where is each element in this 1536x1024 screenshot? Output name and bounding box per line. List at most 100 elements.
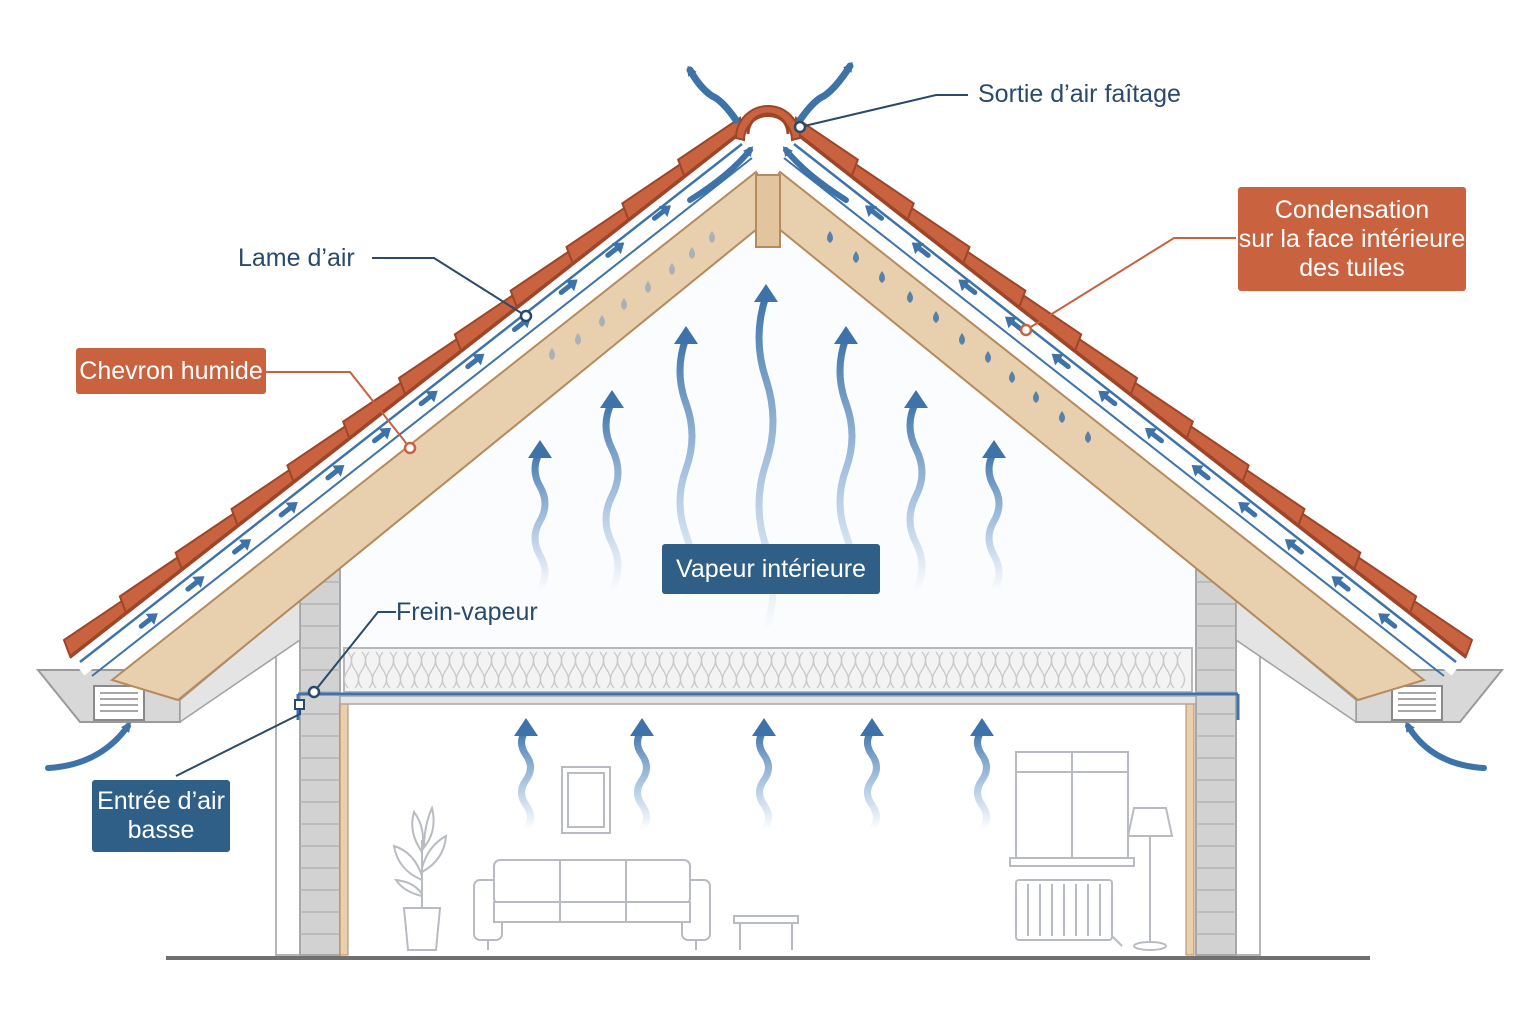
water-drop xyxy=(907,291,913,303)
water-drop xyxy=(599,315,605,327)
leader-air-gap xyxy=(372,257,533,323)
vapor-arrowhead xyxy=(600,390,624,408)
water-drop xyxy=(933,311,939,323)
left-wall xyxy=(275,544,341,956)
leader-wet-rafter xyxy=(266,371,417,455)
water-drop xyxy=(1009,371,1015,383)
vapor-wisp xyxy=(531,448,549,594)
water-drop xyxy=(827,231,833,243)
vapor-wisp xyxy=(985,448,1003,594)
water-drop xyxy=(575,333,581,345)
air-gap-arrow xyxy=(1191,464,1211,481)
label-low-inlet-line-1: Entrée d’air xyxy=(97,787,225,815)
vapor-arrowhead xyxy=(754,284,778,302)
label-interior-vapor: Vapeur intérieure xyxy=(662,544,880,594)
label-condensation-line-2: sur la face intérieure xyxy=(1238,224,1466,253)
right-wall xyxy=(1195,544,1261,956)
vapor-wisp xyxy=(864,726,880,834)
water-drop xyxy=(709,231,715,243)
label-air-gap: Lame d’air xyxy=(238,244,355,272)
air-gap-arrow xyxy=(911,242,931,258)
vapor-arrowhead xyxy=(514,718,538,736)
vapor-arrowhead xyxy=(970,718,994,736)
picture-frame xyxy=(561,766,611,834)
water-drop xyxy=(853,251,859,263)
leader-vapor-barrier xyxy=(307,611,396,699)
label-condensation-line-1: Condensation xyxy=(1274,195,1430,224)
plant-pot xyxy=(392,804,448,951)
vapor-barrier xyxy=(296,692,1240,720)
air-gap-arrow xyxy=(372,427,392,444)
air-gap-arrow xyxy=(278,502,298,518)
room-furniture xyxy=(392,751,1174,951)
radiator xyxy=(1015,879,1123,947)
water-drop xyxy=(1033,391,1039,403)
vapor-wisp xyxy=(756,726,772,834)
leader-ridge-outlet xyxy=(793,94,968,134)
vapor-wisp xyxy=(518,726,534,834)
water-drop xyxy=(1059,411,1065,423)
air-gap-arrow xyxy=(325,464,345,481)
vapor-arrowhead xyxy=(528,440,552,458)
water-drop xyxy=(689,247,695,259)
label-vapor-barrier: Frein-vapeur xyxy=(396,598,538,626)
air-gap-flow-arrows xyxy=(138,205,1398,629)
leader-lines xyxy=(175,94,1236,777)
roof-tile xyxy=(795,116,860,178)
roof-tiles-left xyxy=(62,116,741,659)
air-gap-arrow xyxy=(958,279,978,295)
ridge-beam xyxy=(755,174,781,248)
vapor-arrowhead xyxy=(834,326,858,344)
air-gap-arrow xyxy=(605,242,625,258)
water-drop xyxy=(1085,431,1091,443)
label-wet-rafter-text: Chevron humide xyxy=(79,356,263,385)
leader-low-inlet xyxy=(175,699,305,777)
air-gap-arrow xyxy=(465,353,485,370)
vapor-wisp xyxy=(974,726,990,834)
label-interior-vapor-text: Vapeur intérieure xyxy=(676,554,866,583)
label-ridge-outlet: Sortie d’air faîtage xyxy=(978,80,1181,108)
vent-grille-left xyxy=(93,685,145,721)
air-gap-arrow xyxy=(418,390,438,407)
air-gap-arrow xyxy=(865,205,885,221)
sofa xyxy=(473,859,711,950)
air-gap-arrow xyxy=(1144,427,1164,444)
vapor-arrowhead xyxy=(674,326,698,344)
ridge-cap xyxy=(734,105,802,142)
vent-grille-right xyxy=(1391,685,1443,721)
condensation-drops-left xyxy=(549,231,715,360)
room-post-left xyxy=(339,699,349,956)
air-gap-arrow xyxy=(558,279,578,295)
label-condensation: Condensation sur la face intérieure des … xyxy=(1238,187,1466,291)
room-post-right xyxy=(1185,699,1195,956)
air-gap-arrow xyxy=(1238,502,1258,518)
roof-tile xyxy=(676,116,741,178)
roof-tiles-right xyxy=(795,116,1474,659)
water-drop xyxy=(645,281,651,293)
label-low-inlet: Entrée d’air basse xyxy=(92,780,230,852)
intake-arrows xyxy=(45,721,1487,771)
condensation-drops-right xyxy=(827,231,1091,443)
air-gap-arrow xyxy=(1378,613,1398,629)
coffee-table xyxy=(733,915,799,950)
leader-condensation xyxy=(1019,237,1236,337)
air-gap-arrow xyxy=(185,576,205,592)
vapor-arrowhead xyxy=(630,718,654,736)
water-drop xyxy=(879,271,885,283)
air-gap-arrow xyxy=(1051,353,1071,370)
vapor-arrowhead xyxy=(860,718,884,736)
air-gap-arrow xyxy=(232,539,252,555)
ridge-inflow-arrows xyxy=(687,146,849,203)
air-gap-right xyxy=(783,143,1461,677)
window xyxy=(1009,751,1135,867)
water-drop xyxy=(621,298,627,310)
label-low-inlet-line-2: basse xyxy=(127,816,195,844)
water-drop xyxy=(669,263,675,275)
vapor-wisp xyxy=(906,398,926,594)
label-condensation-line-3: des tuiles xyxy=(1299,253,1405,282)
air-gap-arrow xyxy=(138,613,158,629)
vapor-arrowhead xyxy=(982,440,1006,458)
water-drop xyxy=(549,348,555,360)
